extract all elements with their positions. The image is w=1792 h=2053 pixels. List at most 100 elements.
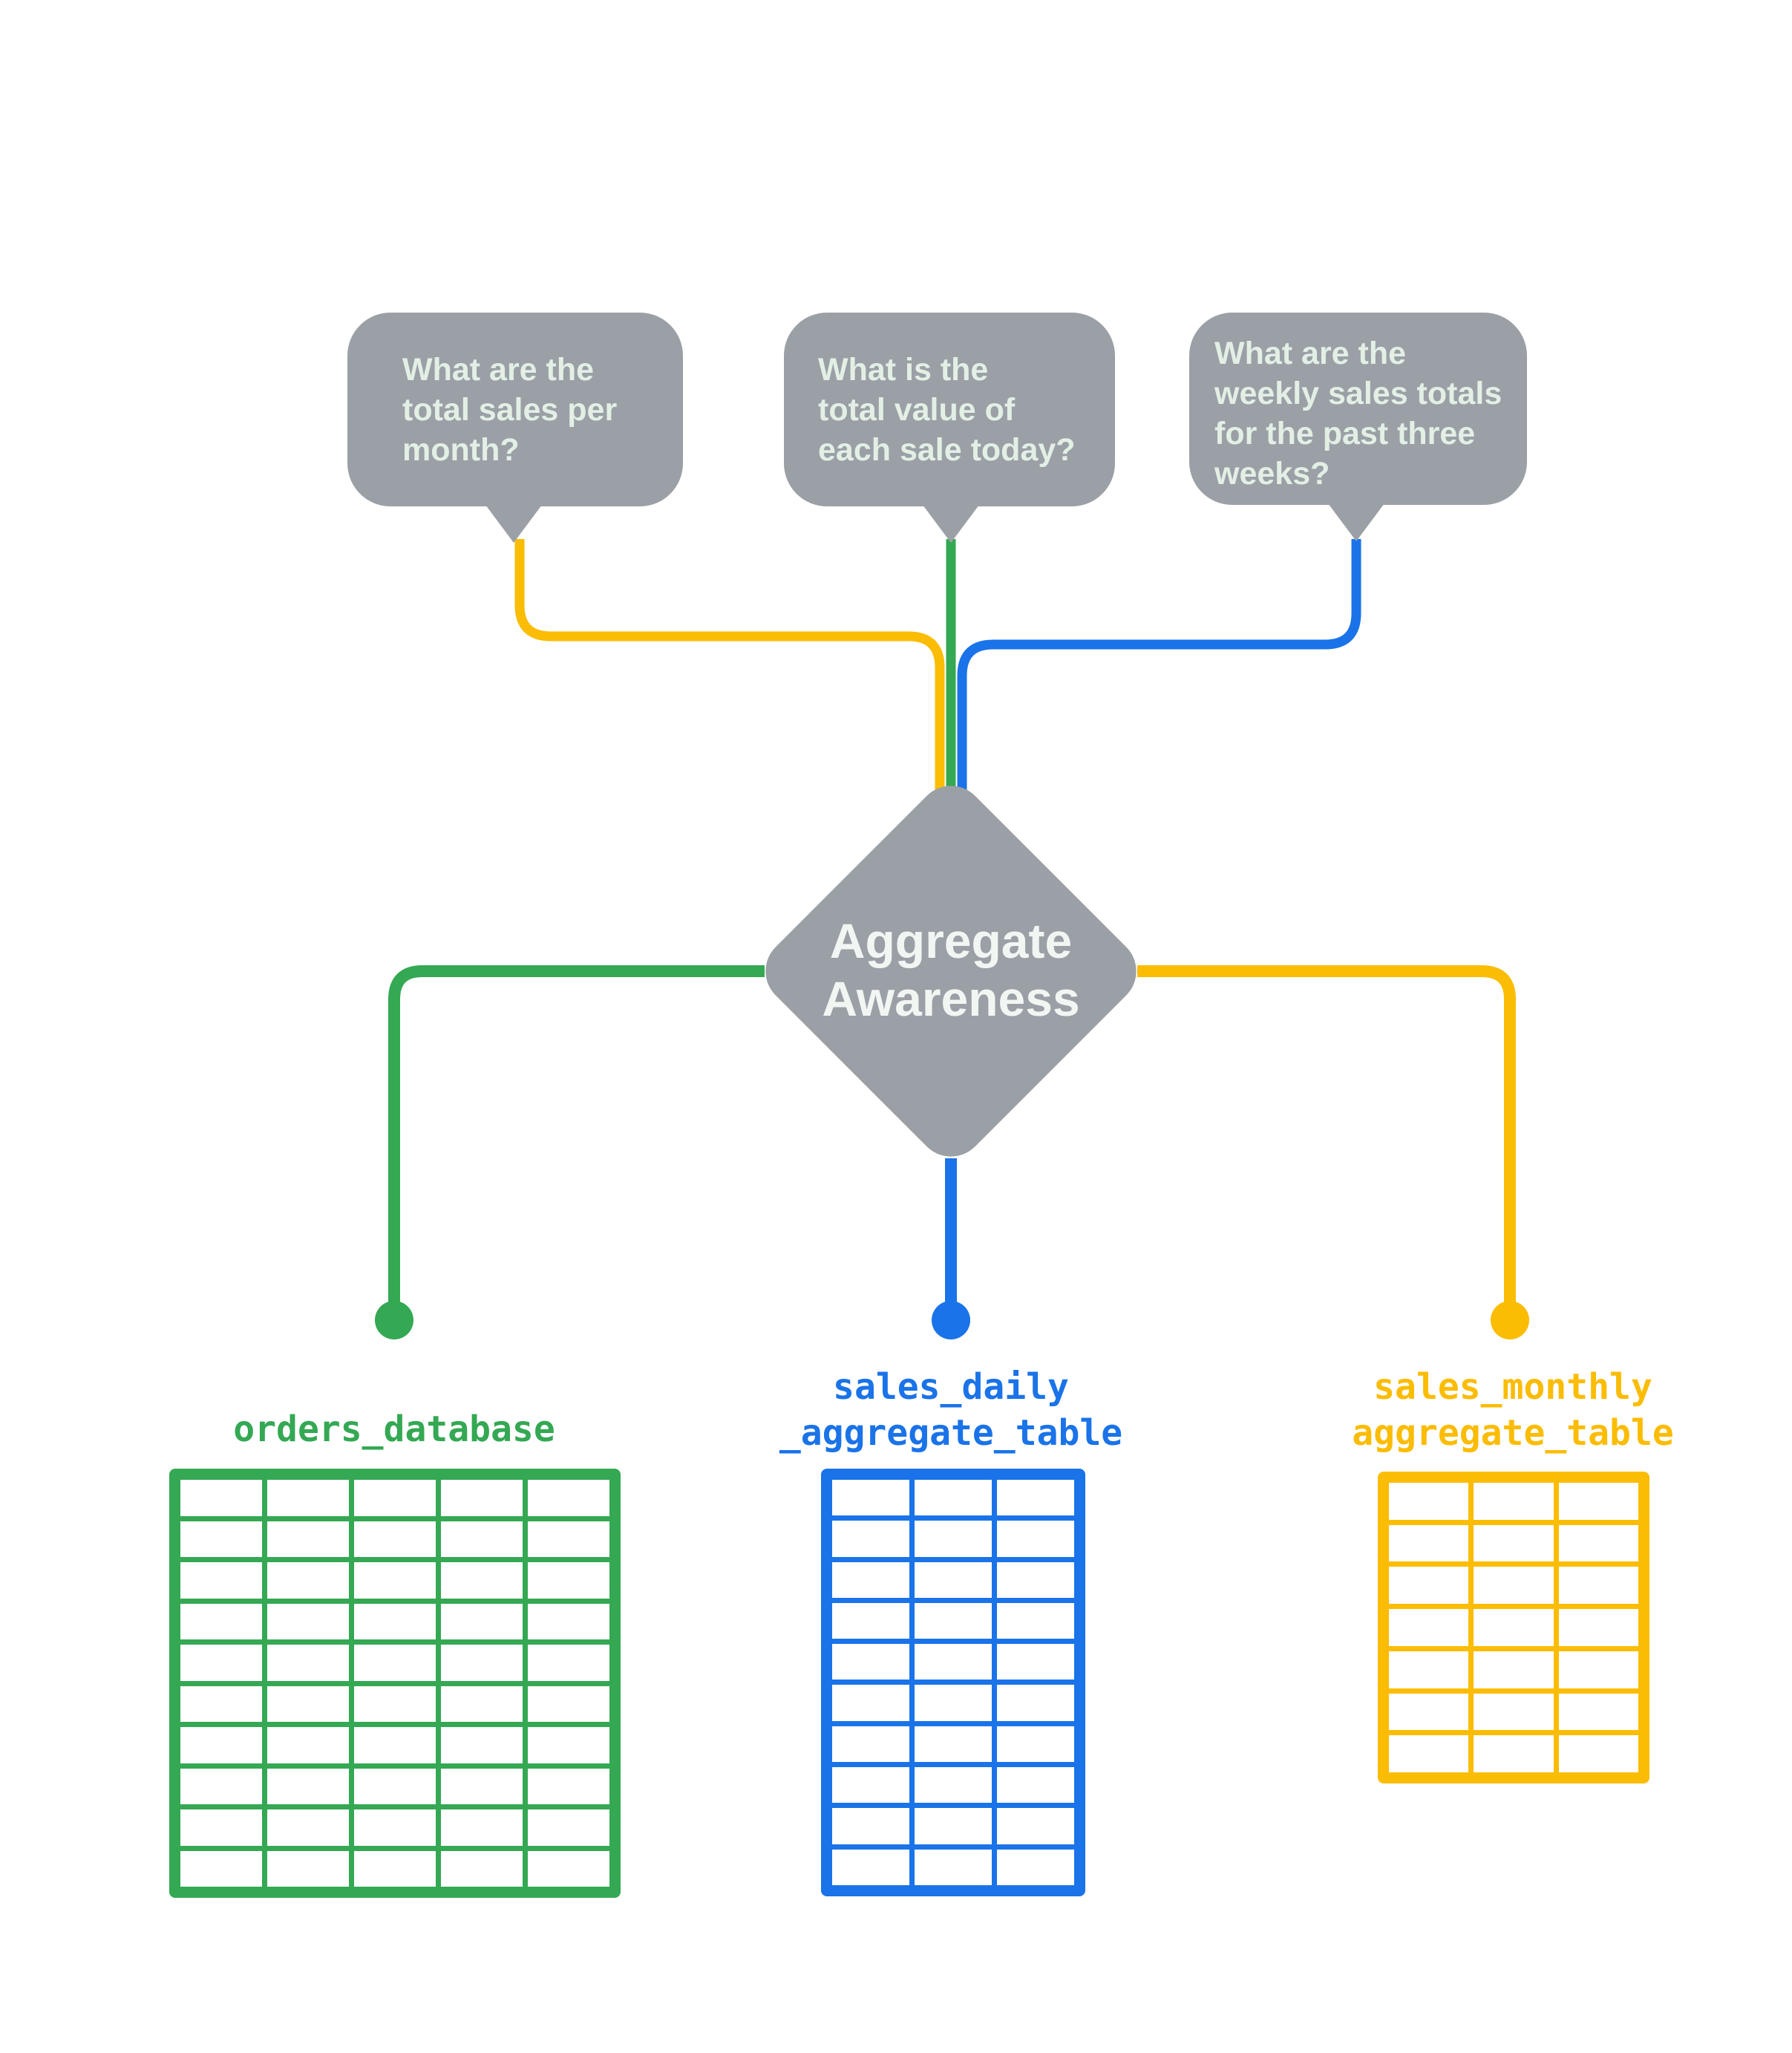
table-cell <box>1389 1651 1469 1688</box>
question-bubble-monthly-sales: What are the total sales per month? <box>347 313 683 543</box>
table-cell <box>915 1644 992 1680</box>
table-cell <box>267 1480 349 1516</box>
table-cell <box>832 1480 909 1516</box>
table-cell <box>441 1809 523 1846</box>
table-cell <box>1474 1651 1554 1688</box>
table-cell <box>267 1645 349 1681</box>
table-cell <box>915 1808 992 1844</box>
table-label-sales-monthly-aggregate: sales_monthly aggregate_table <box>1290 1364 1736 1456</box>
table-cell <box>354 1727 436 1763</box>
table-cell <box>997 1685 1074 1721</box>
table-cell <box>1474 1483 1554 1520</box>
table-cell <box>180 1562 262 1599</box>
table-cell <box>180 1809 262 1846</box>
table-cell <box>441 1645 523 1681</box>
table-cell <box>915 1521 992 1557</box>
table-cell <box>915 1480 992 1516</box>
table-cell <box>1558 1524 1638 1562</box>
table-cell <box>997 1849 1074 1885</box>
table-label-orders-database: orders_database <box>171 1406 617 1452</box>
question-text-line: What are the <box>1214 336 1407 371</box>
table-cell <box>354 1768 436 1804</box>
table-cell <box>528 1480 609 1516</box>
table-cell <box>441 1727 523 1763</box>
question-text-line: total value of <box>818 392 1016 428</box>
daily-table-endpoint-dot <box>932 1301 970 1339</box>
table-cell <box>832 1685 909 1721</box>
connector-monthly-question-line <box>514 539 945 824</box>
question-text-line: month? <box>402 432 520 468</box>
table-cell <box>915 1602 992 1639</box>
bubble-tail <box>923 505 979 543</box>
table-cell <box>832 1726 909 1763</box>
table-cell <box>1474 1735 1554 1772</box>
table-cell <box>441 1768 523 1804</box>
table-cell <box>528 1727 609 1763</box>
table-label-sales-daily-aggregate: sales_daily _aggregate_table <box>728 1364 1174 1456</box>
connector-weekly-question-line <box>957 539 1361 824</box>
table-cell <box>1389 1693 1469 1731</box>
table-cell <box>1389 1524 1469 1562</box>
table-cell <box>832 1644 909 1680</box>
table-cell <box>354 1645 436 1681</box>
table-cell <box>1389 1609 1469 1646</box>
question-text-line: weekly sales totals <box>1214 376 1502 411</box>
table-cell <box>180 1521 262 1557</box>
table-cell <box>997 1644 1074 1680</box>
table-cell <box>180 1768 262 1804</box>
table-cell <box>1558 1483 1638 1520</box>
table-cell <box>528 1603 609 1639</box>
table-cell <box>180 1603 262 1639</box>
table-cell <box>1389 1567 1469 1605</box>
table-cell <box>832 1521 909 1557</box>
table-cell <box>528 1809 609 1846</box>
table-cell <box>267 1562 349 1599</box>
orders-database-endpoint-dot <box>375 1301 413 1339</box>
table-cell <box>997 1521 1074 1557</box>
bubble-tail <box>1328 503 1384 541</box>
table-cell <box>180 1645 262 1681</box>
table-label-line: aggregate_table <box>1352 1412 1674 1454</box>
table-cell <box>1558 1567 1638 1605</box>
table-cell <box>832 1602 909 1639</box>
question-text-line: total sales per <box>402 392 618 428</box>
table-grid-orders-database <box>169 1469 621 1898</box>
connector-orders-database-line <box>388 965 765 1307</box>
table-cell <box>354 1521 436 1557</box>
table-cell <box>441 1562 523 1599</box>
table-grid-sales-monthly-aggregate <box>1378 1472 1649 1783</box>
question-text-line: each sale today? <box>818 432 1076 468</box>
diamond-title-line: Aggregate <box>829 913 1073 968</box>
table-cell <box>354 1480 436 1516</box>
question-bubble-weekly-sales: What are the weekly sales totals for the… <box>1189 313 1527 541</box>
table-cell <box>528 1521 609 1557</box>
connector-monthly-table-line <box>1137 965 1516 1307</box>
table-cell <box>180 1685 262 1722</box>
table-cell <box>180 1480 262 1516</box>
table-cell <box>267 1685 349 1722</box>
table-cell <box>915 1767 992 1804</box>
table-cell <box>354 1603 436 1639</box>
table-cell <box>267 1727 349 1763</box>
table-cell <box>832 1767 909 1804</box>
table-cell <box>832 1808 909 1844</box>
bubble-tail <box>485 505 542 543</box>
table-cell <box>354 1809 436 1846</box>
table-label-line: sales_monthly <box>1373 1366 1652 1408</box>
table-cell <box>354 1685 436 1722</box>
table-cell <box>915 1561 992 1598</box>
table-cell <box>997 1561 1074 1598</box>
table-cell <box>1474 1524 1554 1562</box>
table-cell <box>997 1767 1074 1804</box>
table-cell <box>1558 1609 1638 1646</box>
table-cell <box>528 1768 609 1804</box>
table-cell <box>528 1645 609 1681</box>
question-text-line: What is the <box>818 352 989 388</box>
table-cell <box>528 1562 609 1599</box>
table-cell <box>441 1480 523 1516</box>
table-grid-sales-daily-aggregate <box>821 1469 1085 1896</box>
table-cell <box>915 1685 992 1721</box>
table-cell <box>528 1685 609 1722</box>
table-cell <box>1474 1567 1554 1605</box>
